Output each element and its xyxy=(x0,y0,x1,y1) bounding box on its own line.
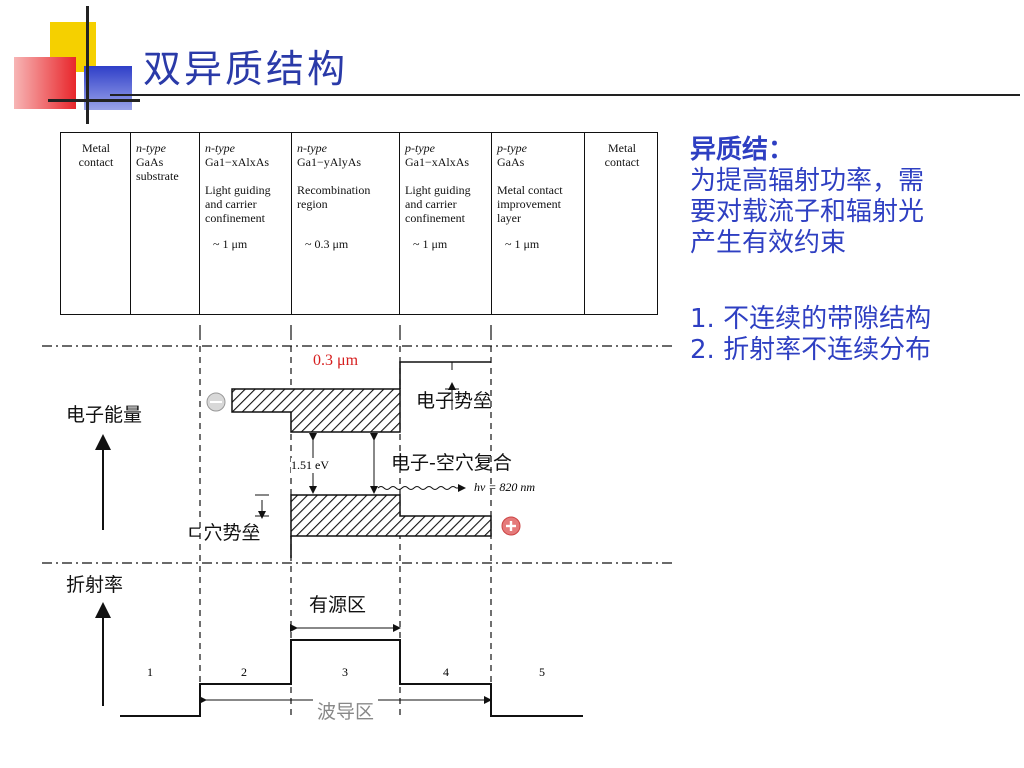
layer-material: Ga1−yAlyAs xyxy=(297,155,362,169)
layer-description: Light guiding xyxy=(405,183,471,197)
layer-thickness: ~ 1 μm xyxy=(413,237,448,251)
layer-description: improvement xyxy=(497,197,561,211)
layer-description: confinement xyxy=(205,211,265,225)
layer-thickness: ~ 0.3 μm xyxy=(305,237,349,251)
active-region-label: 有源区 xyxy=(309,594,367,616)
layer-material: contact xyxy=(78,155,114,169)
recombination-label: 电子-空穴复合 xyxy=(391,452,512,474)
explanation-line-2: 要对载流子和辐射光 xyxy=(690,197,925,227)
heterojunction-heading: 异质结： xyxy=(690,135,795,165)
electron-energy-label: 电子能量 xyxy=(66,404,143,426)
right-panel: 异质结： 为提高辐射功率，需 要对载流子和辐射光 产生有效约束 1. 不连续的带… xyxy=(690,135,1010,366)
title-underline xyxy=(110,94,1020,96)
table-divider xyxy=(291,132,292,315)
logo-blue-square xyxy=(84,66,132,110)
layer-type: n-type xyxy=(136,141,166,155)
layer-material: contact xyxy=(604,155,640,169)
waveguide-label: 波导区 xyxy=(313,697,379,724)
layer-material: Ga1−xAlxAs xyxy=(405,155,470,169)
photon-label: hν = 820 nm xyxy=(474,480,536,494)
table-divider xyxy=(491,132,492,315)
layer-thickness: ~ 1 μm xyxy=(505,237,540,251)
layer-description: and carrier xyxy=(405,197,457,211)
valence-band xyxy=(290,494,492,537)
layer-description: and carrier xyxy=(205,197,257,211)
layer-material: Ga1−xAlxAs xyxy=(205,155,270,169)
layer-type: Metal xyxy=(608,141,636,155)
region-numbers: 1 2 3 4 5 xyxy=(147,665,545,679)
slide-logo xyxy=(0,0,140,130)
layer-type: Metal xyxy=(82,141,110,155)
layer-material: GaAs xyxy=(497,155,525,169)
table-divider xyxy=(199,132,200,315)
explanation-line-1: 为提高辐射功率，需 xyxy=(690,166,925,196)
layer-boundary-ticks xyxy=(199,325,492,340)
point-1: 1. 不连续的带隙结构 xyxy=(690,304,932,334)
bandgap-label: 1.51 eV xyxy=(291,458,329,473)
photon-wave xyxy=(377,486,457,490)
layer-type: n-type xyxy=(205,141,235,155)
conduction-band xyxy=(231,388,401,433)
conduction-band-edge-right xyxy=(399,361,491,389)
region-number: 4 xyxy=(443,665,449,679)
region-number: 5 xyxy=(539,665,545,679)
point-2: 2. 折射率不连续分布 xyxy=(690,335,932,365)
explanation-line-3: 产生有效约束 xyxy=(690,228,847,258)
layer-thickness: ~ 1 μm xyxy=(213,237,248,251)
page-title: 双异质结构 xyxy=(143,47,349,91)
electron-barrier-label: 电子势垒 xyxy=(416,390,493,412)
table-divider xyxy=(130,132,131,315)
table-divider xyxy=(399,132,400,315)
layer-type: p-type xyxy=(497,141,527,155)
layer-type: n-type xyxy=(297,141,327,155)
layer-description: confinement xyxy=(405,211,465,225)
logo-vertical-line xyxy=(86,6,89,124)
layer-description: Metal contact xyxy=(497,183,563,197)
region-number: 3 xyxy=(342,665,348,679)
layer-description: Light guiding xyxy=(205,183,271,197)
layer-type: p-type xyxy=(405,141,435,155)
thickness-label: 0.3 μm xyxy=(313,352,359,369)
layer-description: Recombination xyxy=(297,183,371,197)
logo-horizontal-line xyxy=(48,99,140,102)
hole-barrier-label: ㄷ穴势垒 xyxy=(186,522,261,544)
table-divider xyxy=(584,132,585,315)
layer-description: layer xyxy=(497,211,521,225)
layer-material-extra: substrate xyxy=(136,169,179,183)
layer-material: GaAs xyxy=(136,155,164,169)
refractive-index-label: 折射率 xyxy=(66,574,124,596)
region-number: 2 xyxy=(241,665,247,679)
layer-table xyxy=(60,132,658,315)
region-number: 1 xyxy=(147,665,153,679)
layer-description: region xyxy=(297,197,328,211)
